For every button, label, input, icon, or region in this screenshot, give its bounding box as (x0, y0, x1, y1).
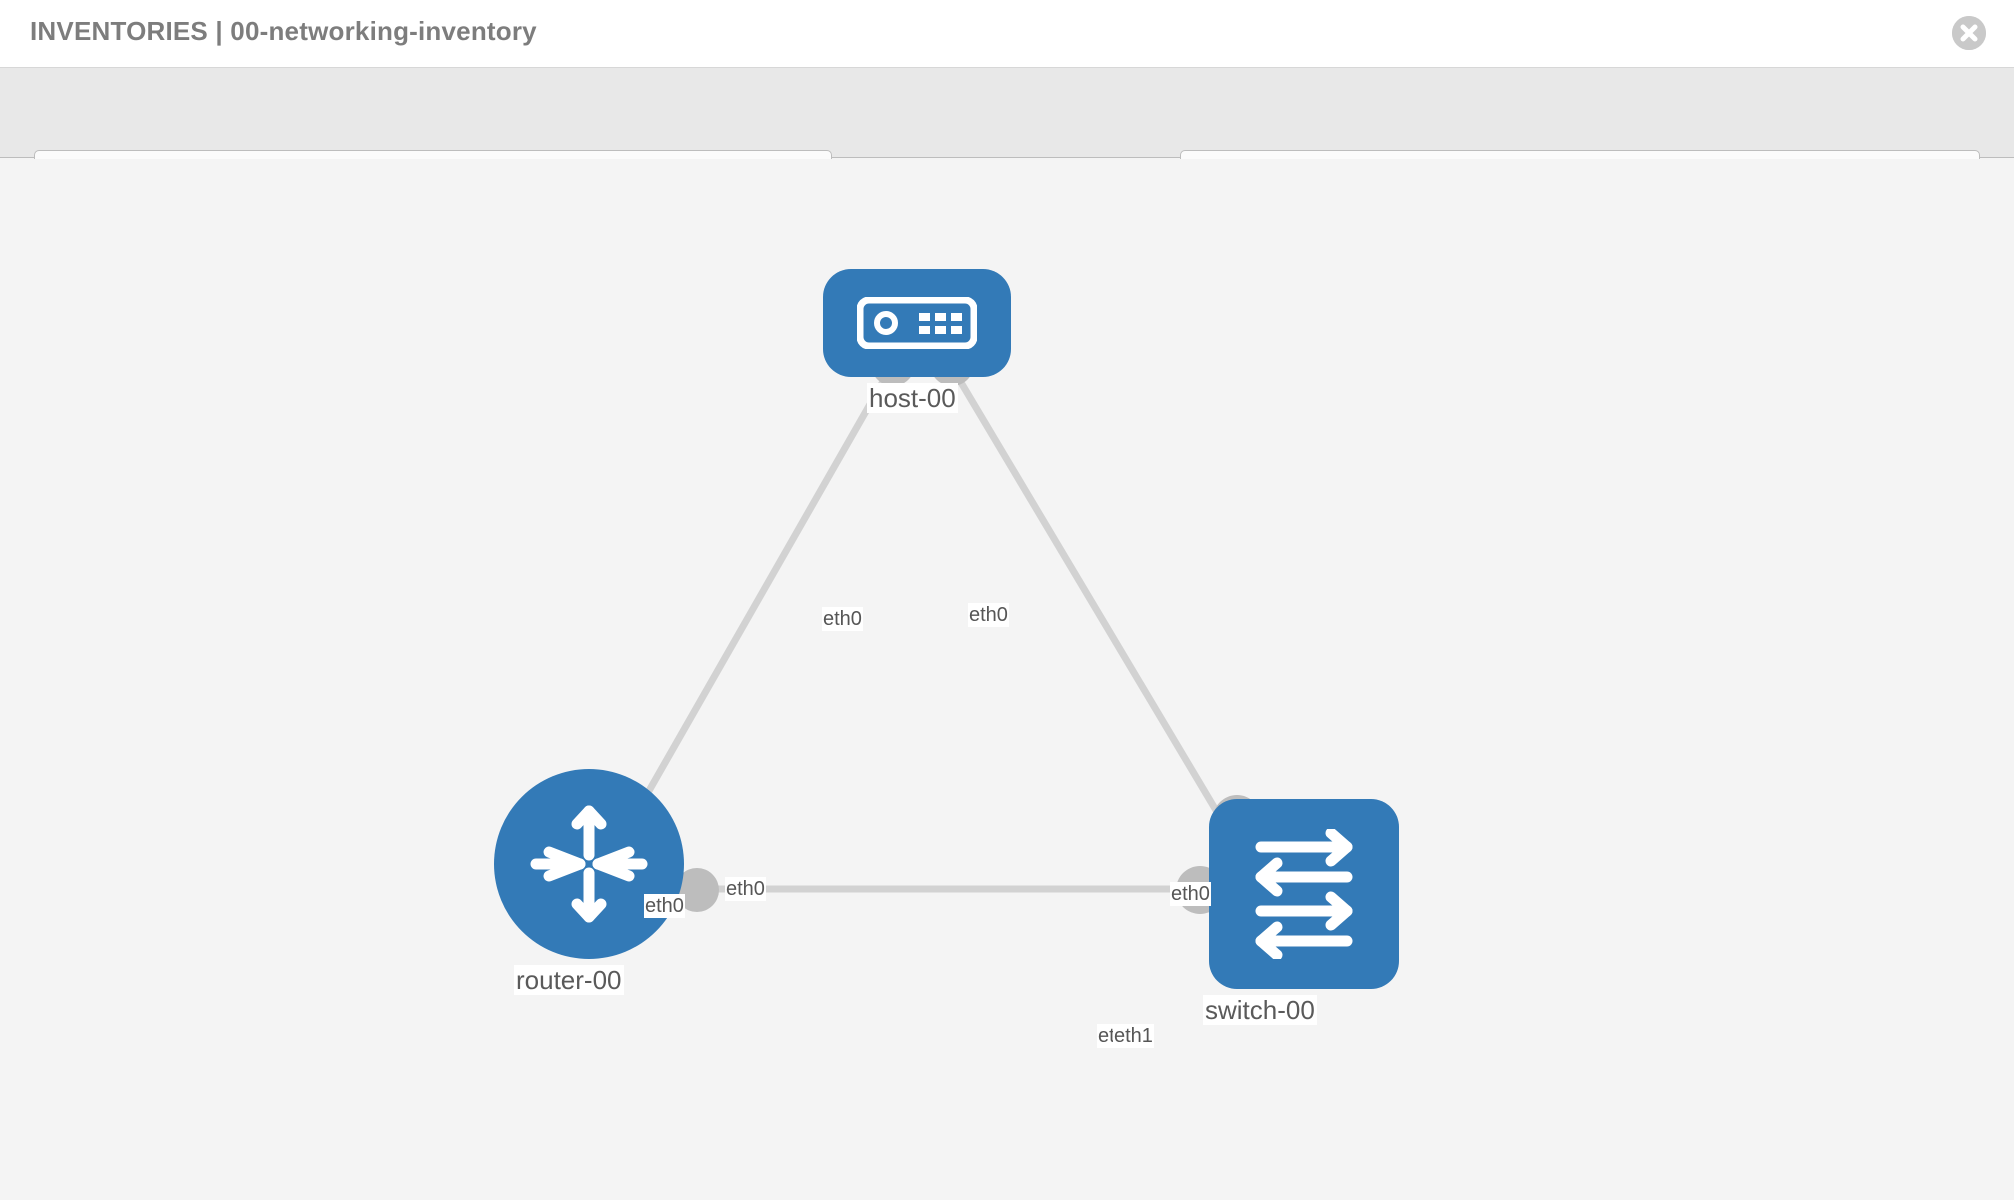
port-label-switch-up: eth0 (1170, 882, 1211, 906)
page-header: INVENTORIES | 00-networking-inventory (0, 0, 2014, 68)
node-label-switch-00: switch-00 (1203, 995, 1317, 1025)
connector-router-right (675, 868, 719, 912)
port-label-host-right: eth0 (968, 603, 1009, 627)
node-label-host-00: host-00 (867, 383, 958, 413)
close-icon[interactable] (1952, 16, 1986, 50)
node-label-router-00: router-00 (514, 965, 624, 995)
router-node-shape (494, 769, 684, 959)
port-label-switch-left: eth1 (1113, 1024, 1154, 1048)
server-icon (857, 297, 977, 349)
page-title: INVENTORIES | 00-networking-inventory (30, 16, 537, 46)
port-label-host-left: eth0 (822, 607, 863, 631)
link-host-switch (946, 362, 1249, 861)
port-label-router-right: eth0 (725, 877, 766, 901)
router-arrows-icon (530, 805, 648, 923)
toolbar: ACTIONS SEARCH (0, 68, 2014, 198)
port-label-router-up: eth0 (644, 894, 685, 918)
link-host-router (606, 362, 897, 861)
switch-node-shape (1209, 799, 1399, 989)
host-node-shape (823, 269, 1011, 377)
topology-canvas[interactable]: host-00 eth0 eth0 router-00 eth0 eth0 (0, 159, 2014, 1200)
switch-arrows-icon (1255, 829, 1353, 959)
